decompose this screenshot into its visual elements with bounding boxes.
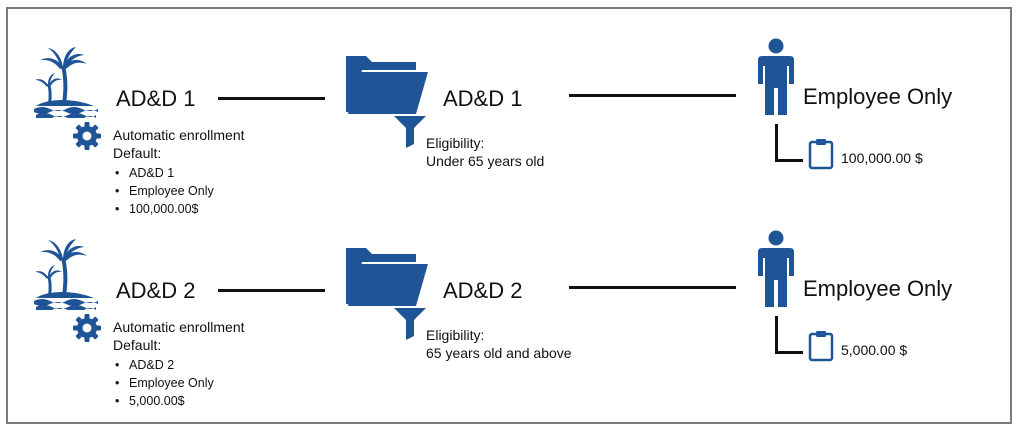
- enrollment-label: Automatic enrollment: [113, 127, 245, 143]
- connector-line: [569, 94, 736, 97]
- plan-row-2: AD&D 2 Automatic enrollment Default: AD&…: [0, 192, 1024, 410]
- plan-row-1: AD&D 1 Automatic enrollment Default: AD&…: [0, 0, 1024, 218]
- eligibility-value: 65 years old and above: [426, 345, 572, 361]
- folder-plan-name: AD&D 1: [443, 86, 523, 111]
- folder-plan-name: AD&D 2: [443, 278, 523, 303]
- list-item: AD&D 1: [115, 164, 214, 182]
- list-item: AD&D 2: [115, 356, 214, 374]
- person-icon: [756, 38, 796, 116]
- coverage-label: Employee Only: [803, 276, 953, 301]
- list-item: 100,000.00$: [115, 200, 214, 218]
- coverage-amount: 5,000.00 $: [841, 342, 908, 358]
- gear-icon: [72, 313, 102, 343]
- list-item: 5,000.00$: [115, 392, 214, 410]
- enrollment-label: Automatic enrollment: [113, 319, 245, 335]
- eligibility-value: Under 65 years old: [426, 153, 545, 169]
- list-item: Employee Only: [115, 374, 214, 392]
- person-icon: [756, 230, 796, 308]
- default-label: Default:: [113, 337, 162, 353]
- clipboard-icon: [808, 330, 834, 362]
- plan-name: AD&D 1: [116, 86, 196, 111]
- coverage-label: Employee Only: [803, 84, 953, 109]
- folder-filter-icon: [344, 242, 430, 342]
- defaults-list: AD&D 1 Employee Only 100,000.00$: [115, 164, 214, 218]
- clipboard-icon: [808, 138, 834, 170]
- list-item: Employee Only: [115, 182, 214, 200]
- coverage-amount: 100,000.00 $: [841, 150, 923, 166]
- eligibility-label: Eligibility:: [426, 327, 485, 343]
- connector-line: [218, 97, 325, 100]
- bracket-line: [775, 351, 803, 354]
- eligibility-label: Eligibility:: [426, 135, 485, 151]
- folder-filter-icon: [344, 50, 430, 150]
- island-icon: [34, 42, 100, 118]
- bracket-line: [775, 316, 778, 354]
- default-label: Default:: [113, 145, 162, 161]
- connector-line: [569, 286, 736, 289]
- defaults-list: AD&D 2 Employee Only 5,000.00$: [115, 356, 214, 410]
- connector-line: [218, 289, 325, 292]
- plan-name: AD&D 2: [116, 278, 196, 303]
- island-icon: [34, 234, 100, 310]
- bracket-line: [775, 159, 803, 162]
- bracket-line: [775, 124, 778, 162]
- gear-icon: [72, 121, 102, 151]
